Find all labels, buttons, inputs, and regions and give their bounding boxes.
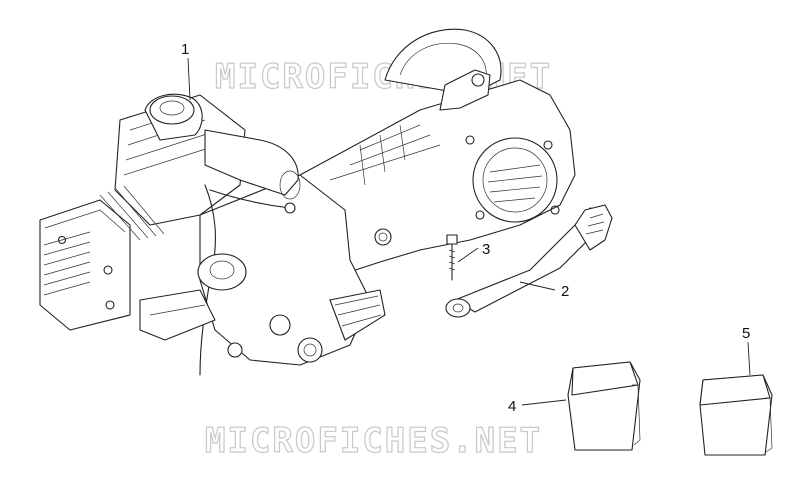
callout-4: 4 — [508, 398, 516, 415]
booklet-5 — [699, 374, 773, 456]
callout-3: 3 — [482, 241, 490, 258]
engine-assembly — [39, 28, 576, 376]
callout-5: 5 — [742, 325, 750, 342]
kick-start-lever — [445, 204, 613, 318]
screw — [446, 234, 458, 281]
leader-lines — [187, 57, 751, 406]
callout-1: 1 — [181, 41, 189, 58]
callout-2: 2 — [561, 283, 569, 300]
booklet-4 — [567, 361, 641, 451]
watermark-bottom: MICROFICHES.NET — [205, 421, 542, 461]
